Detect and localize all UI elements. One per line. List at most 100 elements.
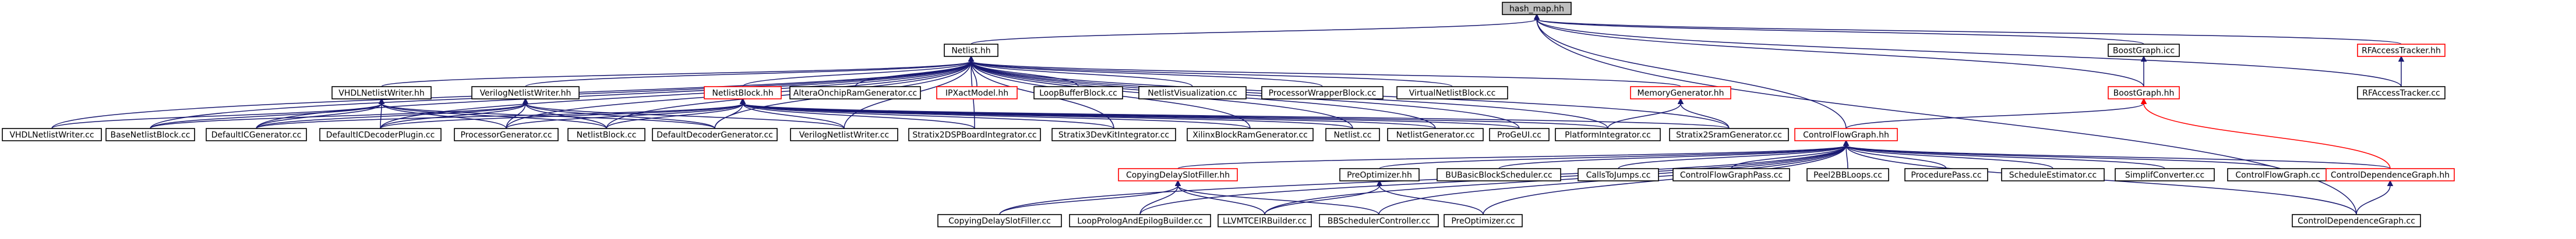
node-netlistvisualization-cc[interactable]: NetlistVisualization.cc	[1138, 86, 1247, 99]
node-controlflowgraph-hh[interactable]: ControlFlowGraph.hh	[1794, 128, 1898, 141]
node-box	[1669, 128, 1789, 141]
edge-controlflowgraph_hh-to-scheduleestimator_cc	[1843, 140, 2053, 169]
node-stratix2sramgenerator-cc[interactable]: Stratix2SramGenerator.cc	[1669, 128, 1789, 141]
edge-controlflowgraph_hh-to-controldependencegraph_hh	[1843, 140, 2391, 169]
node-box	[2357, 86, 2446, 99]
node-box	[1555, 128, 1661, 141]
edge-netlistblock_hh-to-stratix2dspboardintegrator_cc	[739, 98, 975, 129]
node-rfaccesstracker-cc[interactable]: RFAccessTracker.cc	[2357, 86, 2446, 99]
node-box	[319, 128, 442, 141]
node-vhdlnetlistwriter-cc[interactable]: VHDLNetlistWriter.cc	[2, 128, 102, 141]
node-boostgraph-icc[interactable]: BoostGraph.icc	[2108, 44, 2180, 57]
node-box	[1444, 214, 1523, 227]
edge-netlistblock_hh-to-netlistblock_cc	[606, 98, 746, 129]
node-alteraonchipramgenerator-cc[interactable]: AlteraOnchipRamGenerator.cc	[789, 86, 921, 99]
edge-netlist_hh-to-netlistvisualization_cc	[968, 55, 1193, 87]
node-box	[704, 86, 782, 99]
node-controldependencegraph-cc[interactable]: ControlDependenceGraph.cc	[2292, 214, 2421, 227]
node-platformintegrator-cc[interactable]: PlatformIntegrator.cc	[1555, 128, 1661, 141]
node-boostgraph-hh[interactable]: BoostGraph.hh	[2108, 86, 2180, 99]
node-stratix3devkitintegrator-cc[interactable]: Stratix3DevKitIntegrator.cc	[1051, 128, 1176, 141]
node-controlflowgraphpass-cc[interactable]: ControlFlowGraphPass.cc	[1672, 168, 1790, 181]
node-verilognetlistwriter-hh[interactable]: VerilogNetlistWriter.hh	[471, 86, 580, 99]
node-memorygenerator-hh[interactable]: MemoryGenerator.hh	[1630, 86, 1731, 99]
node-label: ControlFlowGraph.cc	[2235, 171, 2320, 180]
node-basenetlistblock-cc[interactable]: BaseNetlistBlock.cc	[105, 128, 195, 141]
node-label: Peel2BBLoops.cc	[1813, 171, 1882, 180]
node-controldependencegraph-hh[interactable]: ControlDependenceGraph.hh	[2326, 168, 2455, 181]
node-box	[1437, 168, 1561, 181]
node-label: Stratix2DSPBoardIntegrator.cc	[912, 131, 1036, 140]
node-hash-map[interactable]: hash_map.hh	[1502, 2, 1572, 15]
node-vhdlnetlistwriter-hh[interactable]: VHDLNetlistWriter.hh	[331, 86, 432, 99]
node-defaultdecodergenerator-cc[interactable]: DefaultDecoderGenerator.cc	[652, 128, 778, 141]
edge-verilognetlistwriter_hh-to-defaulticgenerator_cc	[256, 98, 529, 129]
node-simplifconverter-cc[interactable]: SimplifConverter.cc	[2115, 168, 2215, 181]
node-box	[1033, 86, 1123, 99]
node-progeui-cc[interactable]: ProGeUI.cc	[1489, 128, 1550, 141]
node-scheduleestimator-cc[interactable]: ScheduleEstimator.cc	[2001, 168, 2105, 181]
node-box	[908, 128, 1041, 141]
edge-controlflowgraph_hh-to-controlflowgraphpass_cc	[1731, 140, 1850, 169]
node-label: BBSchedulerController.cc	[1328, 217, 1430, 226]
node-virtualnetlistblock-cc[interactable]: VirtualNetlistBlock.cc	[1396, 86, 1508, 99]
node-preoptimizer-cc[interactable]: PreOptimizer.cc	[1444, 214, 1523, 227]
node-box	[1138, 86, 1247, 99]
node-ipxactmodel-hh[interactable]: IPXactModel.hh	[936, 86, 1018, 99]
edge-layer	[51, 13, 2405, 215]
node-label: PreOptimizer.cc	[1451, 217, 1515, 226]
node-netlistblock-cc[interactable]: NetlistBlock.cc	[567, 128, 645, 141]
node-label: LoopBufferBlock.cc	[1039, 89, 1117, 98]
edge-copyingdelayslotfiller_hh-to-loopprologandepilogbuilder_cc	[1139, 180, 1181, 215]
node-label: ProGeUI.cc	[1497, 131, 1541, 140]
node-label: Netlist.hh	[951, 47, 990, 56]
node-bbschedulercontroller-cc[interactable]: BBSchedulerController.cc	[1319, 214, 1439, 227]
node-rfaccesstracker-hh[interactable]: RFAccessTracker.hh	[2357, 44, 2446, 57]
node-processorwrapperblock-cc[interactable]: ProcessorWrapperBlock.cc	[1261, 86, 1384, 99]
node-procedurepass-cc[interactable]: ProcedurePass.cc	[1904, 168, 1988, 181]
edge-vhdlnetlistwriter_hh-to-defaultdecodergenerator_cc	[378, 98, 715, 129]
edge-netlist_hh-to-defaulticgenerator_cc	[256, 55, 975, 129]
node-verilognetlistwriter-cc[interactable]: VerilogNetlistWriter.cc	[790, 128, 898, 141]
node-loopbufferblock-cc[interactable]: LoopBufferBlock.cc	[1033, 86, 1123, 99]
edge-hash_map-to-netlist_hh	[971, 13, 1540, 45]
node-defaulticdecoderplugin-cc[interactable]: DefaultICDecoderPlugin.cc	[319, 128, 442, 141]
node-netlist-hh[interactable]: Netlist.hh	[944, 44, 998, 57]
node-label: CopyingDelaySlotFiller.cc	[948, 217, 1051, 226]
edge-netlist_hh-to-memorygenerator_hh	[968, 55, 1681, 87]
node-callstojumps-cc[interactable]: CallsToJumps.cc	[1578, 168, 1659, 181]
node-netlistgenerator-cc[interactable]: NetlistGenerator.cc	[1387, 128, 1484, 141]
node-preoptimizer-hh[interactable]: PreOptimizer.hh	[1339, 168, 1420, 181]
edge-memorygenerator_hh-to-platformintegrator_cc	[1607, 98, 1684, 129]
node-processorgenerator-cc[interactable]: ProcessorGenerator.cc	[454, 128, 559, 141]
node-netlistblock-hh[interactable]: NetlistBlock.hh	[704, 86, 782, 99]
node-loopprologandepilogbuilder-cc[interactable]: LoopPrologAndEpilogBuilder.cc	[1069, 214, 1211, 227]
node-peel2bbloops-cc[interactable]: Peel2BBLoops.cc	[1806, 168, 1889, 181]
edge-controlflowgraph_hh-to-controlflowgraph_cc	[1843, 140, 2278, 169]
node-box	[790, 128, 898, 141]
node-box	[936, 86, 1018, 99]
edge-verilognetlistwriter_hh-to-basenetlistblock_cc	[150, 98, 529, 129]
node-box	[789, 86, 921, 99]
edge-netlistblock_hh-to-processorgenerator_cc	[506, 98, 746, 129]
node-box	[1051, 128, 1176, 141]
node-controlflowgraph-cc[interactable]: ControlFlowGraph.cc	[2227, 168, 2328, 181]
node-netlist-cc[interactable]: Netlist.cc	[1325, 128, 1380, 141]
node-bubasicblockscheduler-cc[interactable]: BUBasicBlockScheduler.cc	[1437, 168, 1561, 181]
node-llvmtceirbuilder-cc[interactable]: LLVMTCEIRBuilder.cc	[1218, 214, 1312, 227]
node-label: ProcessorGenerator.cc	[460, 131, 552, 140]
node-copyingdelayslotfiller-cc[interactable]: CopyingDelaySlotFiller.cc	[937, 214, 1062, 227]
node-label: ControlDependenceGraph.hh	[2331, 171, 2450, 180]
node-label: LoopPrologAndEpilogBuilder.cc	[1077, 217, 1203, 226]
edge-vhdlnetlistwriter_hh-to-processorgenerator_cc	[378, 98, 507, 129]
node-label: CallsToJumps.cc	[1586, 171, 1651, 180]
edge-boostgraph_hh-to-controldependencegraph_hh	[2140, 98, 2391, 169]
edge-controlflowgraph_hh-to-bubasicblockscheduler_cc	[1498, 140, 1850, 169]
node-box	[1187, 128, 1314, 141]
node-stratix2dspboardintegrator-cc[interactable]: Stratix2DSPBoardIntegrator.cc	[908, 128, 1041, 141]
node-copyingdelayslotfiller-hh[interactable]: CopyingDelaySlotFiller.hh	[1118, 168, 1238, 181]
node-defaulticgenerator-cc[interactable]: DefaultICGenerator.cc	[206, 128, 307, 141]
edge-controlflowgraph_hh-to-simplifconverter_cc	[1843, 140, 2165, 169]
edge-netlistblock_hh-to-platformintegrator_cc	[739, 98, 1608, 129]
node-xilinxblockramgenerator-cc[interactable]: XilinxBlockRamGenerator.cc	[1187, 128, 1314, 141]
